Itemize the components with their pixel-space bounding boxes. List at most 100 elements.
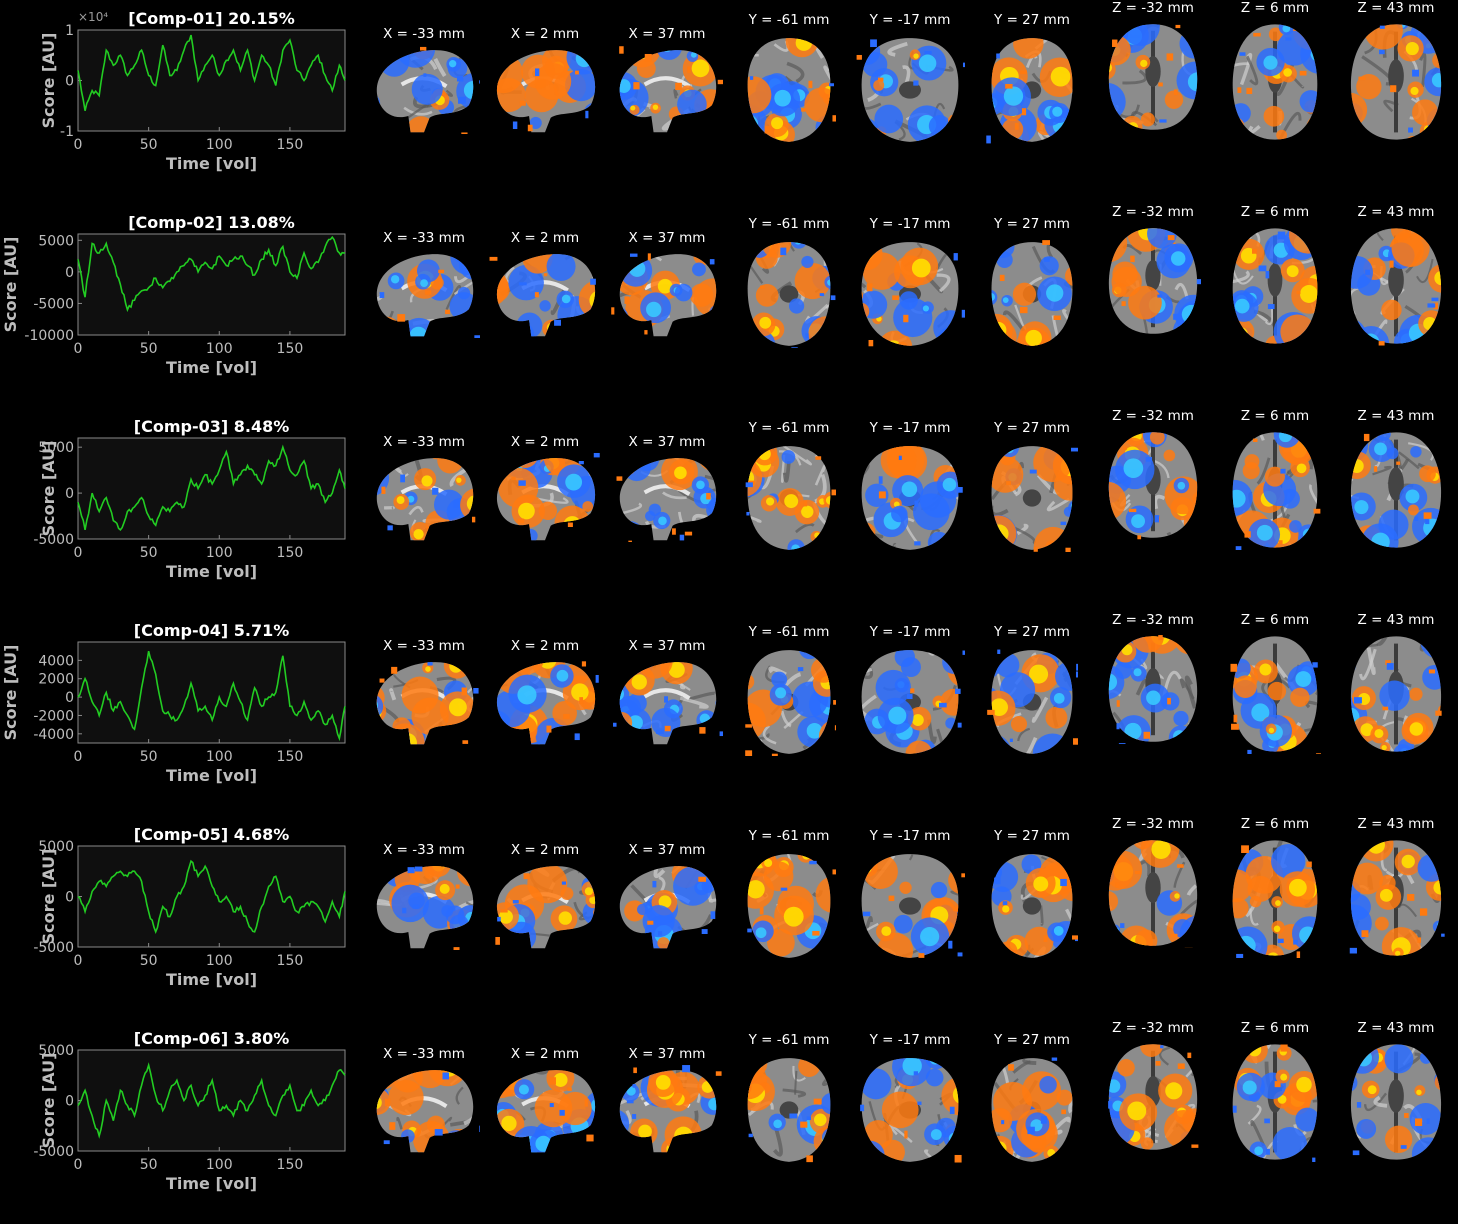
brain-map <box>855 1056 965 1164</box>
y-tick-label: 2000 <box>38 672 74 688</box>
chart-title: [Comp-04] 5.71% <box>134 621 289 640</box>
slice-label: Y = 27 mm <box>994 828 1070 844</box>
x-tick-label: 0 <box>74 341 83 357</box>
brain-map <box>368 656 480 746</box>
x-tick-label: 150 <box>277 341 304 357</box>
brain-map <box>488 44 602 134</box>
x-axis-label: Time [vol] <box>166 1174 257 1193</box>
slice-label: X = 37 mm <box>629 26 706 42</box>
brain-map <box>986 852 1078 960</box>
slice-label: X = -33 mm <box>383 842 465 858</box>
brain-map <box>855 648 965 756</box>
plot-area <box>78 438 345 539</box>
brain-slice-ax <box>1229 430 1321 550</box>
brain-map <box>986 240 1078 348</box>
slice-label: X = -33 mm <box>383 638 465 654</box>
brain-slice-cor <box>855 648 965 756</box>
slice-label: Z = 6 mm <box>1241 408 1309 424</box>
slice-label: Y = -17 mm <box>870 216 951 232</box>
brain-slice-ax <box>1347 430 1445 550</box>
x-tick-label: 0 <box>74 545 83 561</box>
brain-slice-ax <box>1347 634 1445 754</box>
brain-map <box>368 860 480 950</box>
brain-slice-ax <box>1229 634 1321 754</box>
slice-label: Y = -17 mm <box>870 828 951 844</box>
y-axis-label: Score [AU] <box>1 237 20 333</box>
x-tick-label: 100 <box>206 545 233 561</box>
slice-label: X = -33 mm <box>383 434 465 450</box>
brain-slice-cor <box>742 36 836 144</box>
brain-slice-cor <box>855 36 965 144</box>
brain-slice-sag <box>611 656 723 746</box>
slice-label: Y = -61 mm <box>749 624 830 640</box>
brain-slice-ax <box>1229 838 1321 958</box>
brain-slice-sag <box>368 1064 480 1154</box>
x-tick-label: 0 <box>74 137 83 153</box>
slice-label: Y = -61 mm <box>749 420 830 436</box>
brain-slice-cor <box>855 1056 965 1164</box>
brain-slice-sag <box>368 656 480 746</box>
brain-map <box>742 852 836 960</box>
brain-slice-sag <box>611 860 723 950</box>
brain-map <box>855 36 965 144</box>
brain-map <box>1347 226 1445 346</box>
brain-slice-ax <box>1229 1042 1321 1162</box>
brain-slice-sag <box>611 248 723 338</box>
y-tick-label: 0 <box>65 74 74 90</box>
brain-map <box>742 444 836 552</box>
slice-label: X = -33 mm <box>383 230 465 246</box>
y-axis-label: Score [AU] <box>39 849 58 945</box>
slice-label: Z = -32 mm <box>1112 1020 1194 1036</box>
brain-map <box>986 1058 1078 1164</box>
brain-map <box>368 452 480 542</box>
brain-map <box>855 444 965 552</box>
x-tick-label: 50 <box>140 953 158 969</box>
slice-label: Z = 6 mm <box>1241 612 1309 628</box>
brain-map <box>742 36 836 144</box>
x-tick-label: 100 <box>206 341 233 357</box>
brain-map <box>1105 838 1201 948</box>
y-axis-label: Score [AU] <box>39 1053 58 1149</box>
chart-title: [Comp-05] 4.68% <box>134 825 289 844</box>
slice-label: Y = 27 mm <box>994 216 1070 232</box>
slice-label: Y = -61 mm <box>749 828 830 844</box>
brain-slice-ax <box>1105 22 1201 132</box>
slice-label: Z = -32 mm <box>1112 0 1194 16</box>
slice-label: Y = -61 mm <box>749 12 830 28</box>
brain-slice-cor <box>986 240 1078 348</box>
brain-slice-ax <box>1347 1042 1445 1162</box>
y-multiplier: ×10⁴ <box>78 10 108 24</box>
slice-label: Z = 6 mm <box>1241 0 1309 16</box>
slice-label: Z = 6 mm <box>1241 204 1309 220</box>
brain-slice-ax <box>1105 1042 1201 1152</box>
x-tick-label: 150 <box>277 953 304 969</box>
brain-slice-sag <box>368 44 480 134</box>
slice-label: Y = 27 mm <box>994 624 1070 640</box>
y-tick-label: 5000 <box>38 233 74 249</box>
slice-label: Z = -32 mm <box>1112 408 1194 424</box>
brain-map <box>745 240 836 348</box>
brain-slice-sag <box>368 248 480 338</box>
x-tick-label: 100 <box>206 1157 233 1173</box>
brain-slice-ax <box>1347 22 1445 142</box>
brain-map <box>1105 1042 1201 1152</box>
brain-slice-cor <box>986 36 1078 144</box>
x-tick-label: 50 <box>140 341 158 357</box>
brain-map <box>855 240 965 348</box>
brain-map <box>742 1056 836 1164</box>
brain-slice-cor <box>986 444 1078 552</box>
x-tick-label: 50 <box>140 1157 158 1173</box>
slice-label: Y = -17 mm <box>870 1032 951 1048</box>
slice-label: Z = -32 mm <box>1112 816 1194 832</box>
brain-map <box>1347 1042 1445 1162</box>
chart-title: [Comp-06] 3.80% <box>134 1029 289 1048</box>
brain-map <box>1229 838 1321 958</box>
slice-label: Z = -32 mm <box>1112 204 1194 220</box>
brain-map <box>986 444 1078 552</box>
slice-label: Y = -17 mm <box>870 420 951 436</box>
brain-map <box>986 36 1078 144</box>
brain-slice-ax <box>1229 226 1321 346</box>
slice-label: Z = 43 mm <box>1358 1020 1435 1036</box>
